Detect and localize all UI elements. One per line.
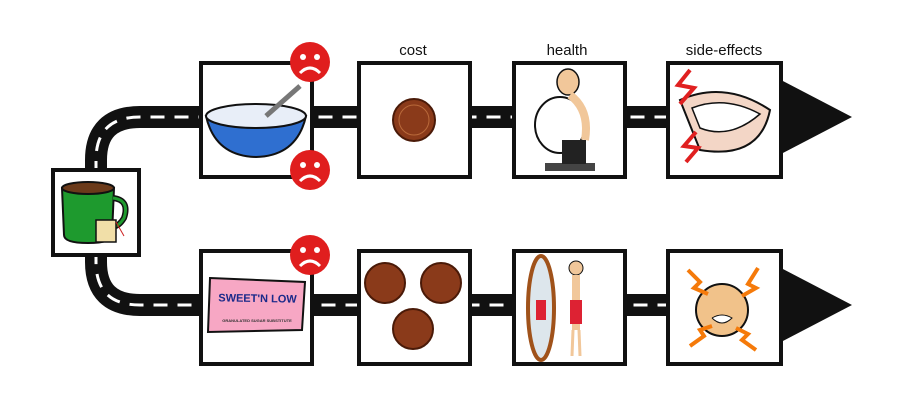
label-side-effects: side-effects: [685, 42, 763, 59]
tea-box: [51, 168, 141, 257]
teeth-pain-icon: [674, 68, 772, 164]
packet-brand: SWEET'N LOW: [218, 292, 297, 306]
label-health: health: [546, 42, 588, 59]
sad-face-icon: [290, 42, 330, 82]
coin-icon: [364, 262, 406, 304]
thin-man-mirror-icon: [526, 254, 584, 362]
coin-icon: [392, 308, 434, 350]
headache-icon: [686, 266, 761, 352]
sugar-bowl-icon: [204, 84, 308, 159]
sad-face-icon: [290, 235, 330, 275]
packet-subtitle: GRANULATED SUGAR SUBSTITUTE: [222, 318, 292, 323]
label-cost: cost: [399, 42, 427, 59]
road-top: [85, 106, 790, 175]
road-bottom: [85, 250, 790, 316]
sad-face-icon: [290, 150, 330, 190]
arrow-head-icon: [781, 80, 852, 154]
coin-icon: [420, 262, 462, 304]
coin-icon: [392, 98, 436, 142]
arrow-head-icon: [781, 268, 852, 342]
tea-mug-icon: [60, 181, 129, 245]
overweight-man-icon: [534, 68, 595, 171]
sweetener-packet-icon: [206, 276, 307, 334]
